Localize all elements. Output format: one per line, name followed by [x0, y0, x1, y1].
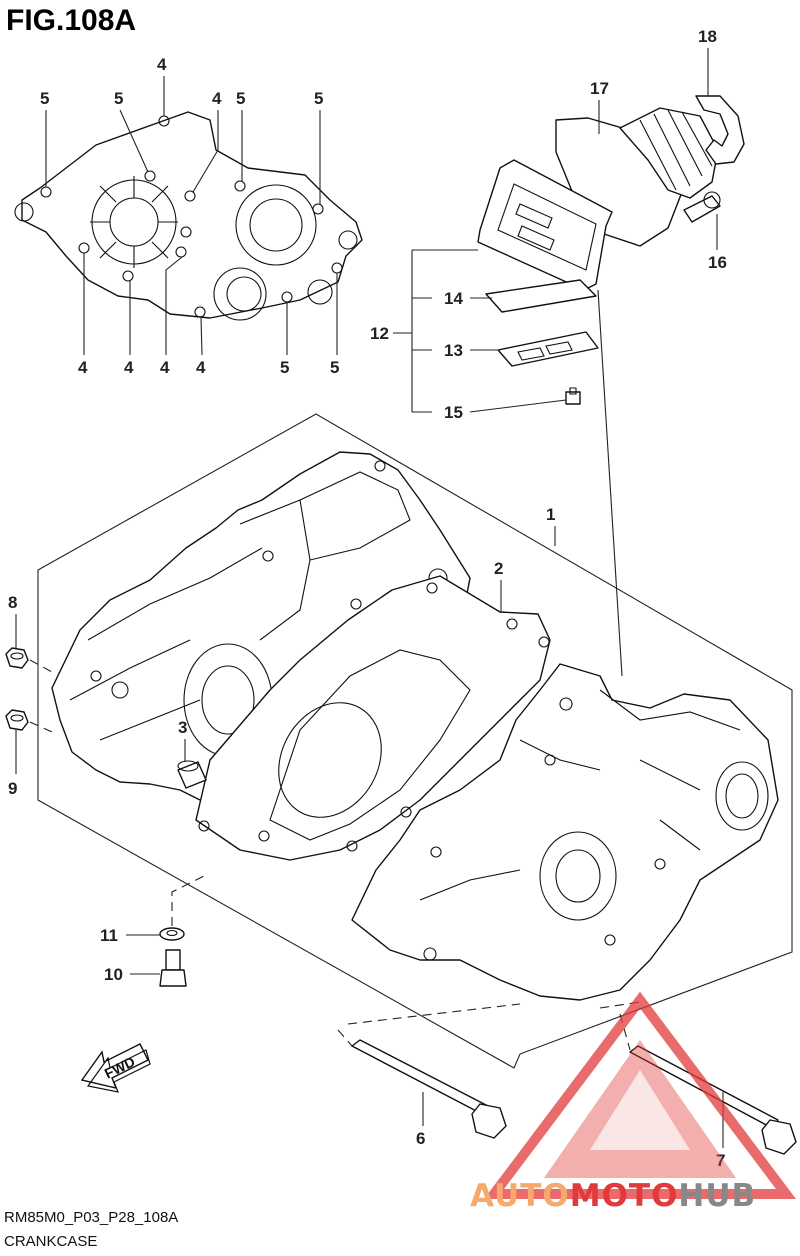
callout-5: 5 [280, 358, 289, 377]
crankcase-gasket-part [195, 575, 551, 861]
figure-code: RM85M0_P03_P28_108A [4, 1209, 178, 1226]
callout-5: 5 [114, 89, 123, 108]
callout-1: 1 [546, 505, 555, 524]
callout-17: 17 [590, 79, 609, 98]
callout-13: 13 [444, 341, 463, 360]
nut-8-part [5, 647, 29, 669]
callout-10: 10 [104, 965, 123, 984]
callout-5: 5 [314, 89, 323, 108]
crankcase-group-outline [37, 413, 793, 1069]
callout-5: 5 [236, 89, 245, 108]
watermark-text-auto: AUTO [470, 1178, 570, 1214]
callout-3: 3 [178, 718, 187, 737]
callout-4: 4 [157, 55, 167, 74]
figure-name: CRANKCASE [4, 1233, 97, 1250]
intake-pipe-part [477, 95, 745, 291]
callout-9: 9 [8, 779, 17, 798]
callout-5: 5 [40, 89, 49, 108]
svg-text:AUTOMOTOHUB: AUTOMOTOHUB [470, 1178, 756, 1214]
callouts-top-left: 4 5 5 4 5 5 4 4 4 4 5 5 [40, 55, 339, 377]
callout-4: 4 [78, 358, 88, 377]
watermark-text-moto: MOTO [570, 1178, 679, 1214]
callout-5: 5 [330, 358, 339, 377]
callout-16: 16 [708, 253, 727, 272]
nut-9-part [5, 709, 29, 731]
callout-2: 2 [494, 559, 503, 578]
washer-part [159, 927, 185, 941]
reed-screw-part [565, 387, 581, 405]
callout-8: 8 [8, 593, 17, 612]
callout-4: 4 [160, 358, 170, 377]
callout-12: 12 [370, 324, 389, 343]
callouts-top-right: 12 14 13 15 17 18 16 [370, 27, 727, 677]
bolt-10-part [159, 949, 187, 987]
callout-6: 6 [416, 1129, 425, 1148]
callout-15: 15 [444, 403, 463, 422]
figure-title: FIG.108A [6, 4, 136, 37]
watermark-text-hub: HUB [678, 1178, 756, 1214]
long-bolt-6-part [351, 1039, 507, 1139]
right-crankcase-half-part [351, 663, 779, 1001]
nut-install-lines [29, 659, 53, 733]
bolt-install-line [171, 873, 209, 926]
callout-4: 4 [196, 358, 206, 377]
callout-7: 7 [716, 1151, 725, 1170]
callout-11: 11 [100, 926, 118, 945]
callout-4: 4 [124, 358, 134, 377]
bolt-6-install-line [337, 1003, 521, 1047]
forward-direction-arrow: FWD [80, 1043, 151, 1093]
crankcase-cover-part [14, 111, 363, 321]
watermark-logo [483, 991, 797, 1199]
dowel-pin-part [177, 760, 207, 789]
callout-4: 4 [212, 89, 222, 108]
reed-gasket-part [485, 279, 597, 313]
callout-18: 18 [698, 27, 717, 46]
reed-plate-part [497, 331, 599, 367]
fwd-label: FWD [102, 1053, 138, 1081]
callout-14: 14 [444, 289, 463, 308]
